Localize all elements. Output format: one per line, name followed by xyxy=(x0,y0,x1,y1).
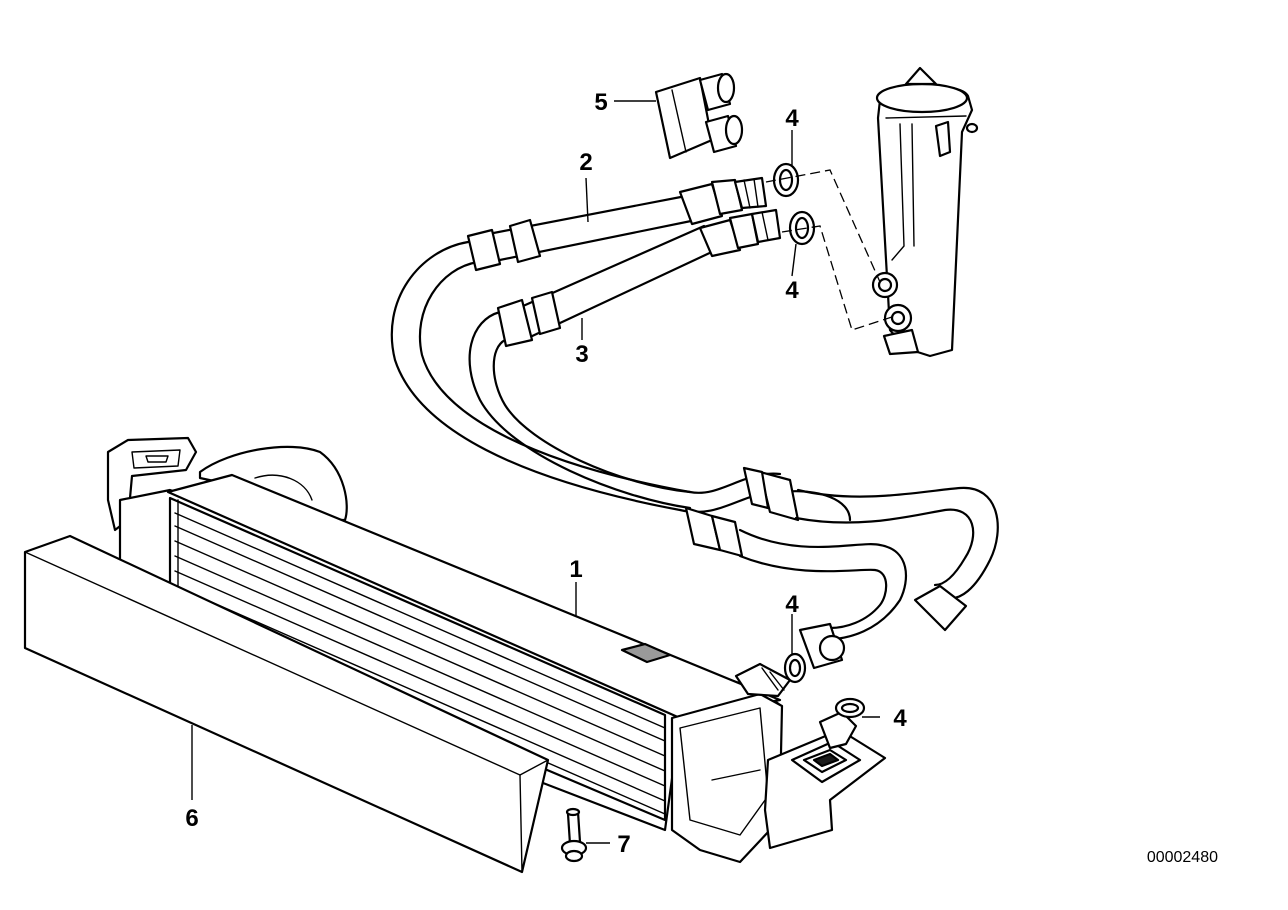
cooler-label-plate xyxy=(620,642,672,664)
callout-6: 6 xyxy=(185,805,198,832)
air-duct-shroud xyxy=(23,534,550,874)
callout-4-bottom: 4 xyxy=(893,705,907,732)
callout-7: 7 xyxy=(617,831,630,858)
oil-hose-upper xyxy=(390,176,999,632)
cooler-fins xyxy=(174,499,666,815)
oil-hose-lower xyxy=(468,208,908,670)
left-mounting-bracket xyxy=(106,436,198,532)
oil-filter-housing xyxy=(871,66,979,358)
oil-cooler-assembly xyxy=(106,436,887,864)
callout-1: 1 xyxy=(569,556,582,583)
callout-4-upper: 4 xyxy=(785,277,799,304)
callout-2: 2 xyxy=(579,149,592,176)
cooler-end-tank xyxy=(670,692,784,864)
hose-connector-bracket xyxy=(654,72,744,160)
callout-4-top: 4 xyxy=(785,105,799,132)
callout-5: 5 xyxy=(594,89,607,116)
callout-3: 3 xyxy=(575,341,588,368)
diagram-code: 00002480 xyxy=(1147,849,1218,866)
seal-rings xyxy=(772,162,866,719)
callout-4-lower: 4 xyxy=(785,591,799,618)
cooler-rear-tank xyxy=(198,445,348,522)
assembly-lines xyxy=(765,169,896,331)
leader-lines xyxy=(191,100,880,844)
mounting-screw xyxy=(560,807,588,863)
